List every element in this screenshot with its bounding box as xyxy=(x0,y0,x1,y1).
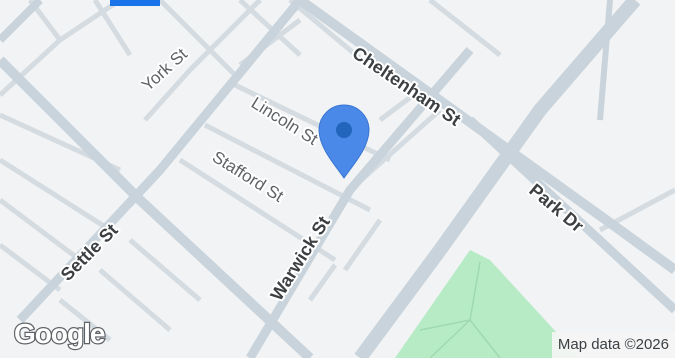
location-pin-icon[interactable] xyxy=(318,104,370,179)
google-logo: Google xyxy=(14,318,105,349)
park-path xyxy=(419,261,501,358)
map-attribution[interactable]: Map data ©2026 xyxy=(551,332,675,358)
park-area xyxy=(395,250,580,358)
